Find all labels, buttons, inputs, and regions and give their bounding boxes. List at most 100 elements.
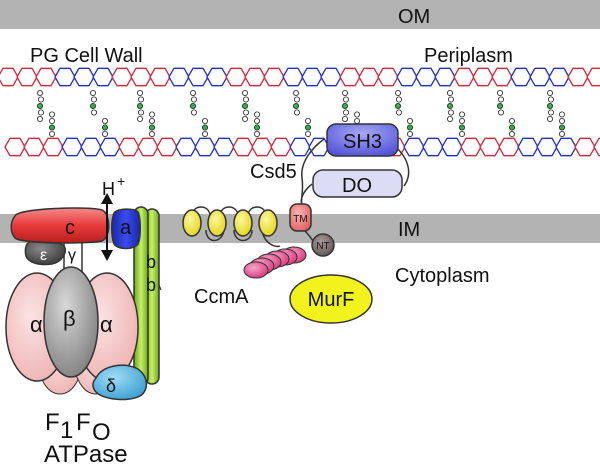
- pg-top-sugar-23: [434, 67, 456, 87]
- epsilon-label: ε: [40, 247, 47, 264]
- peptide-residue-3-0: [189, 90, 196, 97]
- proton-arrow-head-bottom: [101, 250, 113, 261]
- peptide-residue-lower-5-2: [304, 118, 311, 125]
- sh3-label: SH3: [343, 131, 382, 153]
- pg-bottom-sugar-0: [4, 137, 26, 157]
- peptide-residue-7-2: [394, 103, 401, 110]
- pg-bottom-sugar-16: [308, 137, 330, 157]
- pg-top-sugar-4: [73, 67, 95, 87]
- pg-bottom-sugar-1: [23, 137, 45, 157]
- a-subunit: [111, 208, 141, 250]
- pg-bottom-sugar-3: [61, 137, 83, 157]
- pg-bottom-sugar-31: [593, 137, 600, 157]
- pg-top-sugar-20: [377, 67, 399, 87]
- sh3-domain: [326, 123, 399, 157]
- peptide-residue-6-2: [341, 103, 348, 110]
- peptide-residue-lower-8-2: [458, 118, 465, 125]
- peptide-residue-2-0: [136, 90, 143, 97]
- peptide-residue-lower-4-0: [253, 130, 260, 137]
- pg-bottom-sugar-6: [118, 137, 140, 157]
- peptide-residue-lower-6-2: [353, 118, 360, 125]
- pg-top-sugar-24: [453, 67, 475, 87]
- nt-domain: [311, 233, 335, 257]
- pg-top-sugar-22: [415, 67, 437, 87]
- pg-bottom-sugar-4: [80, 137, 102, 157]
- pg-bottom-sugar-23: [441, 137, 463, 157]
- pg-bottom-sugar-2: [42, 137, 64, 157]
- peptide-residue-lower-0-1: [49, 124, 56, 131]
- beta-subunit: [43, 266, 99, 378]
- atpase-label: ATPase: [44, 441, 128, 468]
- pg-bottom-sugar-13: [251, 137, 273, 157]
- pg-bottom-sugar-25: [479, 137, 501, 157]
- c-label: c: [65, 217, 75, 239]
- outer-membrane: [0, 0, 600, 29]
- proton-plus-sign: +: [117, 173, 125, 189]
- peptide-residue-1-1: [91, 96, 98, 103]
- peptide-residue-lower-2-2: [148, 118, 155, 125]
- pg-bottom-sugar-22: [422, 137, 444, 157]
- peptide-residue-10-0: [547, 90, 554, 97]
- ccma-loops: [191, 206, 281, 248]
- peptide-residue-7-3: [395, 109, 402, 116]
- pg-top-sugar-27: [510, 67, 532, 87]
- pg-bottom-sugar-10: [194, 137, 216, 157]
- peptide-residue-lower-0-2: [49, 118, 56, 125]
- pg-bottom-sugar-8: [156, 137, 178, 157]
- peptide-residue-6-0: [341, 90, 348, 97]
- peptide-residue-lower-1-1: [102, 124, 109, 131]
- peptide-residue-0-4: [37, 116, 44, 123]
- ccma-helix-1: [182, 209, 202, 237]
- peptide-residue-lower-10-0: [559, 130, 566, 137]
- peptide-residue-lower-10-1: [559, 124, 566, 131]
- peptide-residue-lower-3-1: [201, 124, 208, 131]
- pg-top-sugar-11: [206, 67, 228, 87]
- pg-bottom-sugar-21: [403, 137, 425, 157]
- pg-bottom-sugar-26: [498, 137, 520, 157]
- pg-bottom-sugar-28: [536, 137, 558, 157]
- peptidoglycan-top-strand: [0, 67, 600, 87]
- peptide-residue-9-1: [497, 96, 504, 103]
- peptide-residue-lower-7-1: [406, 124, 413, 131]
- peptide-residue-2-3: [137, 109, 144, 116]
- pg-top-sugar-3: [54, 67, 76, 87]
- peptide-residue-lower-10-2: [559, 118, 566, 125]
- pg-bottom-sugar-30: [574, 137, 596, 157]
- pg-bottom-sugar-7: [137, 137, 159, 157]
- peptide-residue-0-2: [37, 103, 44, 110]
- peptide-residue-lower-2-0: [148, 130, 155, 137]
- peptide-residue-0-0: [37, 90, 44, 97]
- peptide-residue-6-1: [342, 96, 349, 103]
- ccma-cyto-1: [243, 261, 269, 279]
- pg-top-sugar-13: [244, 67, 266, 87]
- csd5-label: Csd5: [250, 161, 297, 183]
- peptide-residue-2-1: [137, 96, 144, 103]
- peptide-residue-0-1: [38, 96, 45, 103]
- pg-bottom-sugar-24: [460, 137, 482, 157]
- peptide-residue-lower-9-0: [508, 130, 515, 137]
- peptide-residue-1-2: [90, 103, 97, 110]
- do-label: DO: [342, 175, 372, 197]
- peptide-residue-7-0: [394, 90, 401, 97]
- b-subunit-label-1: b: [146, 252, 156, 272]
- periplasm-label: Periplasm: [424, 45, 513, 67]
- peptide-residue-lower-8-1: [458, 124, 465, 131]
- pg-top-sugar-28: [529, 67, 551, 87]
- pg-top-sugar-16: [301, 67, 323, 87]
- peptide-residue-3-3: [190, 109, 197, 116]
- peptide-residue-lower-8-0: [458, 130, 465, 137]
- proton-label: H: [102, 179, 115, 199]
- peptide-residue-0-3: [38, 109, 45, 116]
- pg-top-sugar-0: [0, 67, 19, 87]
- peptide-residue-10-3: [548, 109, 555, 116]
- peptide-residue-10-4: [547, 116, 554, 123]
- tm-label: TM: [293, 214, 307, 225]
- pg-top-sugar-9: [168, 67, 190, 87]
- pg-bottom-sugar-9: [175, 137, 197, 157]
- peptide-residue-8-0: [446, 90, 453, 97]
- pg-cell-wall-label: PG Cell Wall: [30, 45, 143, 67]
- peptide-residue-3-1: [190, 96, 197, 103]
- pg-top-sugar-29: [548, 67, 570, 87]
- a-label: a: [120, 217, 132, 239]
